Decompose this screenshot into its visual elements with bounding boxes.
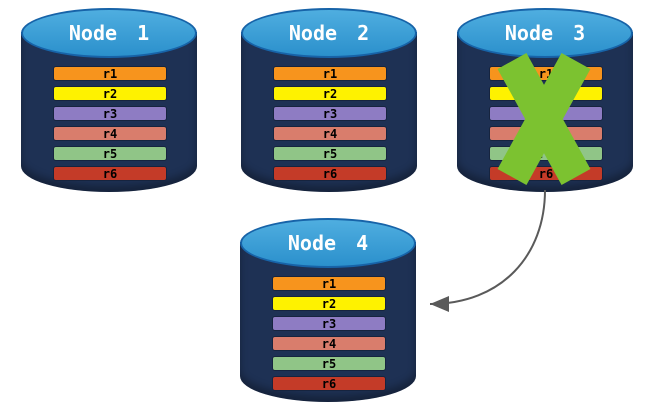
replica-bar-r5: r5 (272, 356, 386, 371)
cylinder-top: Node 4 (240, 218, 416, 268)
failure-x-icon (497, 53, 591, 185)
replica-bar-r5: r5 (53, 146, 167, 161)
replica-bar-r4: r4 (272, 336, 386, 351)
replica-stack: r1 r2 r3 r4 r5 r6 (272, 276, 386, 396)
replica-bar-r3: r3 (272, 316, 386, 331)
cylinder-top: Node 3 (457, 8, 633, 58)
replica-bar-r1: r1 (273, 66, 387, 81)
replica-stack: r1 r2 r3 r4 r5 r6 (53, 66, 167, 186)
replica-bar-r1: r1 (272, 276, 386, 291)
replica-bar-r2: r2 (273, 86, 387, 101)
node-3-cylinder: Node 3 r1 r2 r3 r4 r5 r6 (457, 8, 633, 192)
cylinder-top: Node 1 (21, 8, 197, 58)
cylinder-top: Node 2 (241, 8, 417, 58)
replica-bar-r5: r5 (273, 146, 387, 161)
node-title: Node 2 (288, 21, 370, 45)
replica-bar-r1: r1 (53, 66, 167, 81)
node-title: Node 1 (68, 21, 150, 45)
replica-bar-r6: r6 (273, 166, 387, 181)
replica-bar-r3: r3 (273, 106, 387, 121)
replica-bar-r2: r2 (53, 86, 167, 101)
replica-bar-r3: r3 (53, 106, 167, 121)
replica-bar-r4: r4 (53, 126, 167, 141)
node-1-cylinder: Node 1 r1 r2 r3 r4 r5 r6 (21, 8, 197, 192)
replica-bar-r2: r2 (272, 296, 386, 311)
node-2-cylinder: Node 2 r1 r2 r3 r4 r5 r6 (241, 8, 417, 192)
replica-bar-r6: r6 (272, 376, 386, 391)
replica-bar-r4: r4 (273, 126, 387, 141)
replica-bar-r6: r6 (53, 166, 167, 181)
node-4-cylinder: Node 4 r1 r2 r3 r4 r5 r6 (240, 218, 416, 402)
replica-stack: r1 r2 r3 r4 r5 r6 (273, 66, 387, 186)
node-title: Node 3 (504, 21, 586, 45)
node-title: Node 4 (287, 231, 369, 255)
